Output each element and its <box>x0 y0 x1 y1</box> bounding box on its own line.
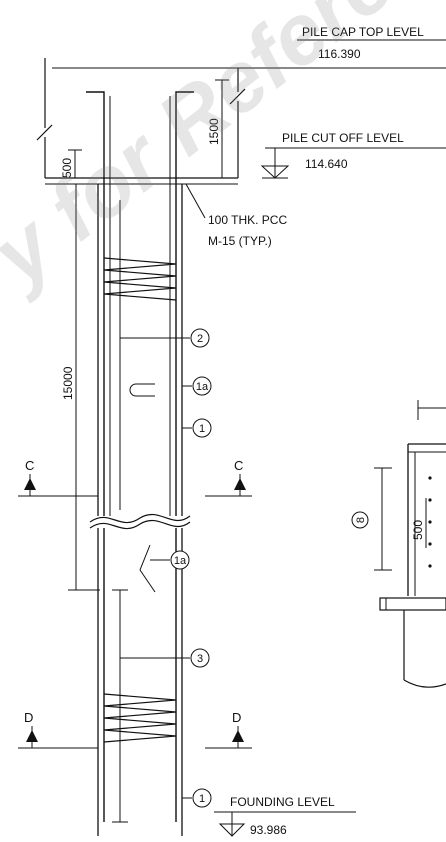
dimension-1500: 1500 <box>207 79 229 178</box>
dimension-500-text: 500 <box>60 158 74 178</box>
bar-mark-2: 2 <box>197 333 203 345</box>
pcc-note-line1: 100 THK. PCC <box>208 213 287 227</box>
pile-cap-top-label: PILE CAP TOP LEVEL <box>302 25 424 39</box>
bar-1-bottom: 1 <box>182 788 212 808</box>
section-c-left: C <box>25 458 34 473</box>
pile-cap-right-edge <box>229 68 246 178</box>
bar-mark-1-bottom: 1 <box>199 793 205 805</box>
pile-cut-off-label: PILE CUT OFF LEVEL <box>282 131 404 145</box>
pile-break-line <box>89 513 191 530</box>
dimension-15000-text: 15000 <box>61 366 75 400</box>
dimension-500: 500 <box>60 149 82 178</box>
dimension-500-right-text: 500 <box>411 520 425 540</box>
section-d-left: D <box>24 710 33 725</box>
bar-mark-3: 3 <box>197 653 203 665</box>
bar-1a-top: 1a <box>129 376 212 397</box>
helical-ties-top <box>103 257 177 301</box>
pile-outline-lower <box>97 528 183 836</box>
pcc-note-line2: M-15 (TYP.) <box>208 234 272 248</box>
pile-cap-left-edge <box>36 58 53 178</box>
longitudinal-bars <box>86 91 194 823</box>
pile-cut-off-value: 114.640 <box>305 157 348 171</box>
pile-cut-off-level: PILE CUT OFF LEVEL 114.640 <box>45 131 446 185</box>
pcc-layer: 100 THK. PCC M-15 (TYP.) <box>175 178 287 248</box>
section-c-right: C <box>234 458 243 473</box>
dimension-15000: 15000 <box>61 184 100 591</box>
bar-mark-1-top: 1 <box>199 423 205 435</box>
bar-mark-1a-mid: 1a <box>174 555 187 567</box>
right-detail: 8 500 <box>351 400 446 688</box>
founding-label: FOUNDING LEVEL <box>230 795 335 809</box>
founding-level: FOUNDING LEVEL 93.986 <box>214 795 356 837</box>
pile-cap-top-level: PILE CAP TOP LEVEL 116.390 <box>52 25 446 69</box>
section-d-right: D <box>232 710 241 725</box>
founding-value: 93.986 <box>250 823 287 837</box>
bar-1a-mid: 1a <box>112 544 190 606</box>
watermark-text: y for Referen <box>0 0 446 305</box>
bar-mark-1a-top: 1a <box>196 381 209 393</box>
pile-cap-top-value: 116.390 <box>318 47 361 61</box>
pile-outline-upper <box>97 184 183 516</box>
bar-1-top: 1 <box>182 418 212 438</box>
section-d: D D <box>18 710 252 749</box>
dimension-1500-text: 1500 <box>207 118 221 145</box>
bar-2: 2 <box>119 200 210 510</box>
section-c: C C <box>18 458 252 497</box>
helical-ties-bottom <box>103 693 177 743</box>
bar-mark-8: 8 <box>355 517 367 523</box>
bar-3: 3 <box>119 606 210 700</box>
